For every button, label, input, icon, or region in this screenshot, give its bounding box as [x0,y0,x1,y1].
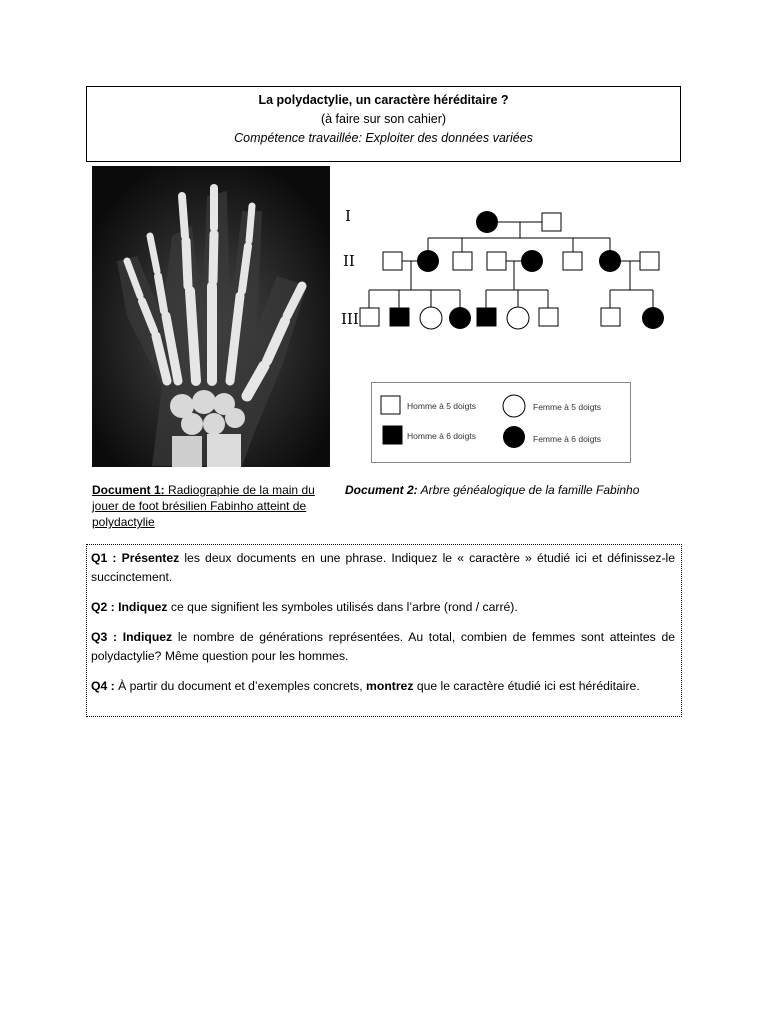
pedigree-affected-man [389,307,410,327]
pedigree-tree: I II III [341,207,664,330]
pedigree-unaffected-woman [506,306,530,330]
generation-label-ii: II [343,252,355,270]
question-3: Q3 : Indiquez le nombre de générations r… [91,628,675,666]
document-1-caption: Document 1: Radiographie de la main du j… [92,482,337,530]
pedigree-affected-woman [599,250,621,272]
question-2: Q2 : Indiquez ce que signifient les symb… [91,598,675,617]
document-1-text: Radiographie de la main du jouer de foot… [92,483,315,529]
question-text: que le caractère étudié ici est hérédita… [413,679,640,693]
pedigree-unaffected-man [538,307,559,327]
question-verb: montrez [366,679,414,693]
legend-woman-5-label: Femme à 5 doigts [533,402,601,412]
document-2-label: Document 2: [345,483,418,497]
pedigree-unaffected-woman [419,306,443,330]
legend-woman-6-label: Femme à 6 doigts [533,434,601,444]
document-2-text: Arbre généalogique de la famille Fabinho [417,483,640,497]
question-verb: Indiquez [122,630,173,644]
pedigree-affected-woman [449,307,471,329]
legend-man-5-icon [380,395,401,415]
question-label: Q2 : [91,600,115,614]
question-1: Q1 : Présentez les deux documents en une… [91,549,675,587]
pedigree-unaffected-man [486,251,507,271]
pedigree-legend: Homme à 5 doigts Femme à 5 doigts Homme … [371,382,631,463]
legend-man-6-label: Homme à 6 doigts [407,431,476,441]
generation-label-iii: III [341,310,359,328]
legend-woman-6-icon [503,426,525,448]
page-title: La polydactylie, un caractère héréditair… [258,93,509,107]
pedigree-affected-woman [642,307,664,329]
legend-woman-5-icon [502,394,526,418]
question-pre: À partir du document et d’exemples concr… [114,679,367,693]
questions-box: Q1 : Présentez les deux documents en une… [86,544,682,717]
pedigree-affected-woman [417,250,439,272]
question-text: les deux documents en une phrase. Indiqu… [91,551,676,584]
document-1-label: Document 1: [92,483,165,497]
title-box: La polydactylie, un caractère héréditair… [86,86,681,162]
pedigree-affected-man [476,307,497,327]
pedigree-unaffected-man [562,251,583,271]
hand-xray-image [92,166,330,467]
pedigree-unaffected-man [359,307,380,327]
pedigree-unaffected-man [541,212,562,232]
pedigree-unaffected-man [452,251,473,271]
legend-man-5-label: Homme à 5 doigts [407,401,476,411]
legend-man-6-icon [382,425,403,445]
pedigree-unaffected-man [382,251,403,271]
question-verb: Indiquez [118,600,168,614]
question-verb: Présentez [121,551,180,565]
pedigree-affected-woman [476,211,498,233]
question-label: Q4 : [91,679,115,693]
document-2-caption: Document 2: Arbre généalogique de la fam… [345,482,675,498]
generation-label-i: I [345,207,351,225]
question-text: le nombre de générations représentées. A… [91,630,676,663]
question-label: Q3 : [91,630,118,644]
question-label: Q1 : [91,551,117,565]
competence-line: Compétence travaillée: Exploiter des don… [234,131,533,145]
page-subtitle: (à faire sur son cahier) [320,112,447,126]
pedigree-affected-woman [521,250,543,272]
question-4: Q4 : À partir du document et d’exemples … [91,677,675,696]
pedigree-unaffected-man [639,251,660,271]
pedigree-unaffected-man [600,307,621,327]
question-text: ce que signifient les symboles utilisés … [167,600,518,614]
